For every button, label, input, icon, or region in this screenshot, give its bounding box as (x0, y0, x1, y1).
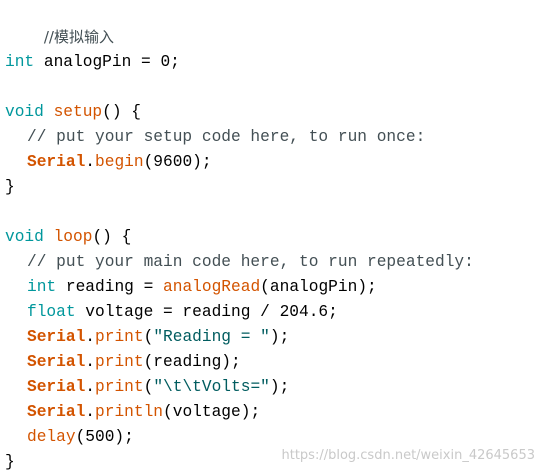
code-text: analogPin = 0; (34, 53, 180, 71)
code-line-8: } (5, 175, 543, 200)
code-line-15: Serial.print(reading); (27, 353, 241, 371)
serial-class: Serial (27, 378, 86, 396)
code-text: (9600); (143, 153, 212, 171)
code-line-6: // put your setup code here, to run once… (5, 125, 543, 150)
code-text: reading = (56, 278, 164, 296)
delay-function: delay (27, 428, 76, 446)
code-line-11: // put your main code here, to run repea… (5, 250, 543, 275)
type-keyword: int (27, 278, 57, 296)
begin-function: begin (95, 153, 144, 171)
code-line-9 (5, 200, 543, 225)
code-text: voltage = reading / 204.6; (75, 303, 338, 321)
void-keyword: void (5, 103, 44, 121)
code-line-18: delay(500); (5, 425, 543, 450)
type-keyword: float (27, 303, 76, 321)
code-line-13: float voltage = reading / 204.6; (5, 300, 543, 325)
setup-comment: // put your setup code here, to run once… (27, 128, 426, 146)
code-line-19: } (5, 450, 543, 475)
string-literal: "\t\tVolts=" (153, 378, 270, 396)
closing-brace: } (5, 453, 15, 471)
code-line-14: Serial.print("Reading = "); (27, 328, 290, 346)
code-editor[interactable]: //模拟输入 int analogPin = 0; void setup() {… (5, 0, 543, 473)
code-line-1: //模拟输入 (5, 0, 543, 46)
type-keyword: int (5, 53, 35, 71)
code-line-7: Serial.begin(9600); (27, 153, 212, 171)
serial-class: Serial (27, 353, 86, 371)
code-text: () { (92, 228, 132, 246)
code-text: (500); (75, 428, 134, 446)
code-text: () { (102, 103, 142, 121)
closing-brace: } (5, 178, 15, 196)
code-line-17: Serial.println(voltage); (27, 403, 261, 421)
code-line-10: void loop() { (5, 225, 543, 250)
print-function: print (95, 378, 144, 396)
setup-function-name: setup (53, 103, 103, 121)
watermark-url: https://blog.csdn.net/weixin_42645653 (281, 448, 535, 463)
header-comment: //模拟输入 (43, 28, 114, 46)
code-line-3: int analogPin = 0; (5, 50, 543, 75)
loop-function-name: loop (53, 228, 93, 246)
serial-class: Serial (27, 403, 86, 421)
code-line-12: int reading = analogRead(analogPin); (5, 275, 543, 300)
code-line-4 (5, 75, 543, 100)
print-function: print (95, 353, 144, 371)
string-literal: "Reading = " (153, 328, 270, 346)
loop-comment: // put your main code here, to run repea… (27, 253, 474, 271)
serial-class: Serial (27, 153, 86, 171)
code-text: (voltage); (163, 403, 261, 421)
code-line-16: Serial.print("\t\tVolts="); (27, 378, 290, 396)
analogread-function: analogRead (163, 278, 261, 296)
serial-class: Serial (27, 328, 86, 346)
print-function: print (95, 328, 144, 346)
println-function: println (95, 403, 164, 421)
code-text: (analogPin); (260, 278, 377, 296)
void-keyword: void (5, 228, 44, 246)
code-line-5: void setup() { (5, 100, 543, 125)
code-text: (reading); (143, 353, 241, 371)
